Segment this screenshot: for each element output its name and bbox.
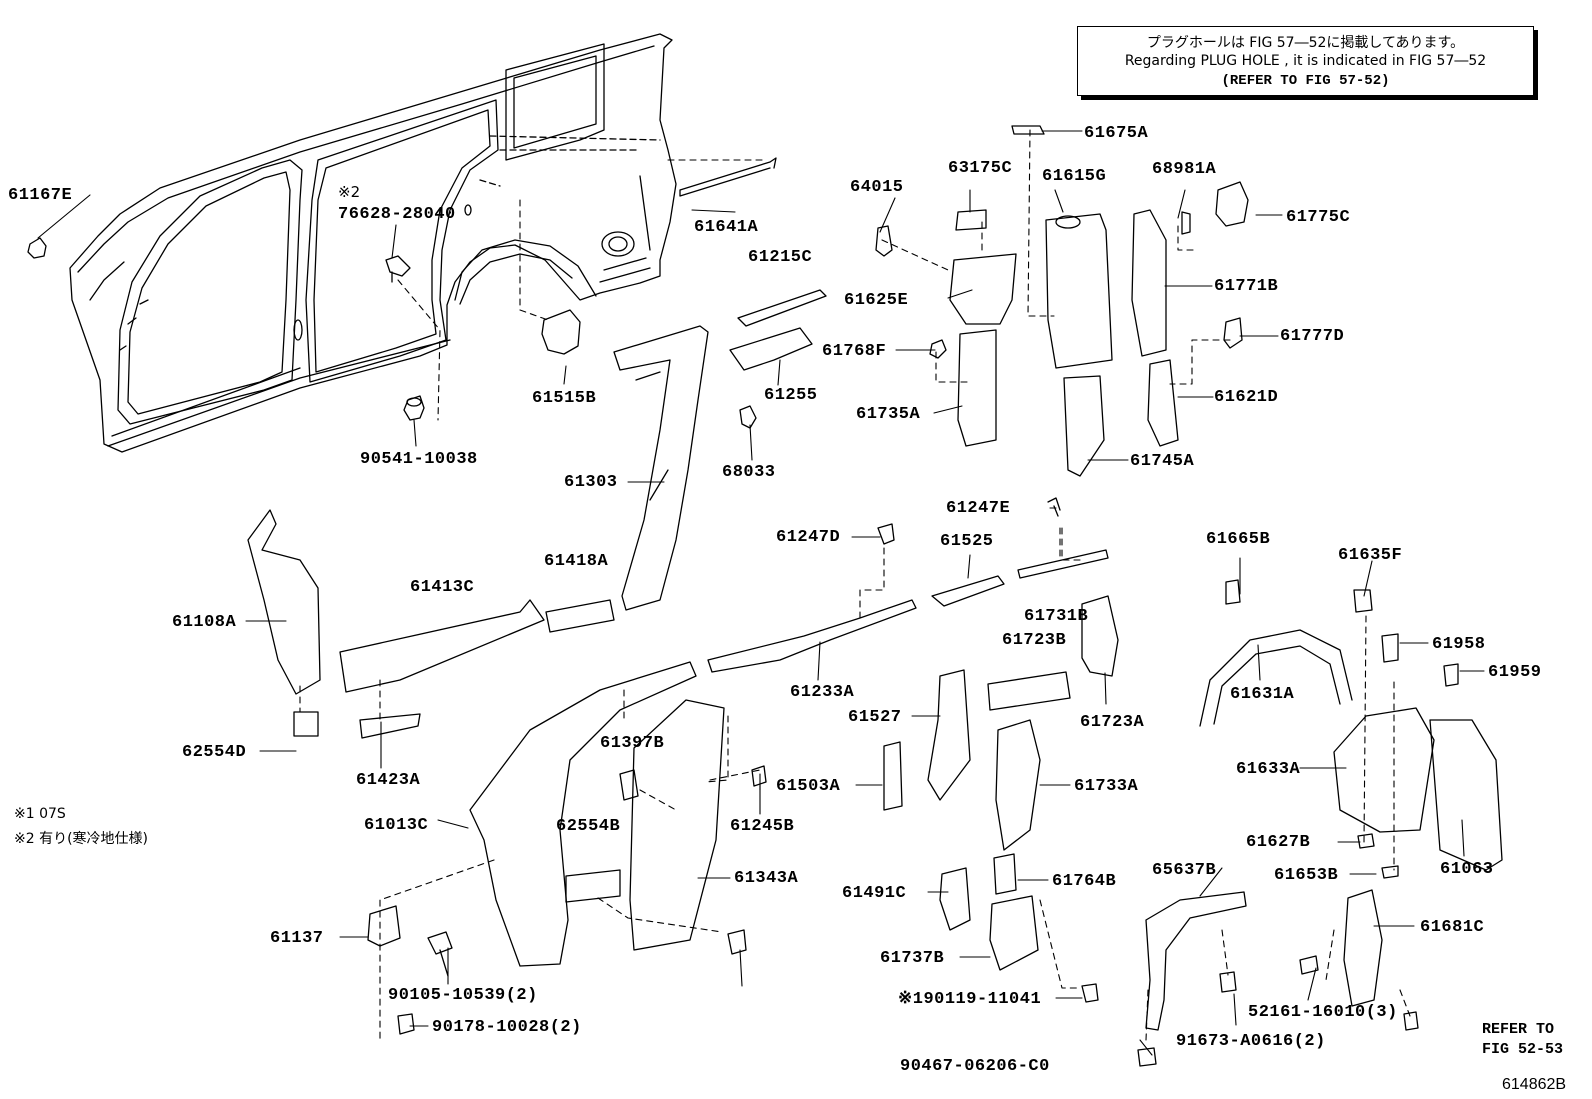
- part-label[interactable]: 61303: [564, 473, 618, 492]
- footnote-1: ※1 07S: [14, 806, 66, 822]
- part-label[interactable]: 61247D: [776, 528, 841, 547]
- part-label[interactable]: 61653B: [1274, 866, 1339, 885]
- part-label[interactable]: 61958: [1432, 635, 1486, 654]
- part-label[interactable]: 61764B: [1052, 872, 1117, 891]
- part-label[interactable]: 61775C: [1286, 208, 1351, 227]
- part-label[interactable]: 61491C: [842, 884, 907, 903]
- footnote-2: ※2 有り(寒冷地仕様): [14, 831, 149, 847]
- part-label[interactable]: 61959: [1488, 663, 1542, 682]
- part-label[interactable]: 65637B: [1152, 861, 1217, 880]
- part-label[interactable]: 64015: [850, 178, 904, 197]
- part-label[interactable]: 61525: [940, 532, 994, 551]
- part-label[interactable]: 76628-28040: [338, 205, 456, 224]
- guide-lines: [299, 129, 1411, 1041]
- part-label[interactable]: 61233A: [790, 683, 855, 702]
- part-label[interactable]: 61167E: [8, 186, 73, 205]
- part-label[interactable]: 61247E: [946, 499, 1011, 518]
- part-label[interactable]: 68981A: [1152, 160, 1217, 179]
- part-label[interactable]: ※190119-11041: [898, 990, 1042, 1009]
- part-label[interactable]: 61737B: [880, 949, 945, 968]
- footnote-mark-2: ※2: [338, 183, 361, 201]
- note-line-jp: プラグホールは FIG 57―52に掲載してあります。: [1146, 35, 1465, 51]
- part-label[interactable]: 61255: [764, 386, 818, 405]
- small-parts: [27, 125, 1459, 1067]
- part-label[interactable]: 52161-16010(3): [1248, 1003, 1398, 1022]
- part-label[interactable]: 90105-10539(2): [388, 986, 538, 1005]
- part-label[interactable]: 61735A: [856, 405, 921, 424]
- part-label[interactable]: 61633A: [1236, 760, 1301, 779]
- part-label[interactable]: 61675A: [1084, 124, 1149, 143]
- part-label[interactable]: 61621D: [1214, 388, 1279, 407]
- part-label[interactable]: 61527: [848, 708, 902, 727]
- refer-to-line2: FIG 52-53: [1482, 1041, 1564, 1058]
- part-label[interactable]: 61418A: [544, 552, 609, 571]
- part-label[interactable]: 61245B: [730, 817, 795, 836]
- plug-hole-note: プラグホールは FIG 57―52に掲載してあります。 Regarding PL…: [1077, 26, 1534, 96]
- part-label[interactable]: 61063: [1440, 860, 1494, 879]
- part-label[interactable]: 61627B: [1246, 833, 1311, 852]
- part-label[interactable]: 61731B: [1024, 607, 1089, 626]
- part-label[interactable]: 61771B: [1214, 277, 1279, 296]
- part-label[interactable]: 61723B: [1002, 631, 1067, 650]
- body-panels: [247, 209, 1503, 1031]
- part-label[interactable]: 61631A: [1230, 685, 1295, 704]
- part-label[interactable]: 61745A: [1130, 452, 1195, 471]
- refer-to-line1: REFER TO: [1482, 1021, 1555, 1038]
- part-label[interactable]: 90178-10028(2): [432, 1018, 582, 1037]
- part-label[interactable]: 61515B: [532, 389, 597, 408]
- leader-lines: [37, 130, 1485, 1056]
- part-label[interactable]: 63175C: [948, 159, 1013, 178]
- part-label[interactable]: 61413C: [410, 578, 475, 597]
- part-label[interactable]: 61665B: [1206, 530, 1271, 549]
- part-label[interactable]: 61137: [270, 929, 324, 948]
- part-label[interactable]: 61625E: [844, 291, 909, 310]
- figure-number: 614862B: [1502, 1076, 1567, 1093]
- part-label[interactable]: 61681C: [1420, 918, 1485, 937]
- part-label[interactable]: 61777D: [1280, 327, 1345, 346]
- part-label[interactable]: 61723A: [1080, 713, 1145, 732]
- part-label[interactable]: 61215C: [748, 248, 813, 267]
- side-panel-outer: [69, 33, 677, 453]
- part-label[interactable]: 61768F: [822, 342, 887, 361]
- part-label[interactable]: 62554B: [556, 817, 621, 836]
- part-label[interactable]: 91673-A0616(2): [1176, 1032, 1326, 1051]
- note-line-ref: (REFER TO FIG 57-52): [1221, 73, 1390, 89]
- note-line-en: Regarding PLUG HOLE , it is indicated in…: [1124, 53, 1487, 69]
- part-label[interactable]: 61641A: [694, 218, 759, 237]
- part-label[interactable]: 61615G: [1042, 167, 1107, 186]
- part-label[interactable]: 68033: [722, 463, 776, 482]
- part-label[interactable]: 90541-10038: [360, 450, 478, 469]
- part-label[interactable]: 61343A: [734, 869, 799, 888]
- part-label[interactable]: 61013C: [364, 816, 429, 835]
- refer-to-note: REFER TO FIG 52-53: [1482, 1020, 1563, 1060]
- part-label[interactable]: 61397B: [600, 734, 665, 753]
- part-label[interactable]: 61733A: [1074, 777, 1139, 796]
- part-label[interactable]: 61635F: [1338, 546, 1403, 565]
- part-label[interactable]: 61423A: [356, 771, 421, 790]
- part-label[interactable]: 62554D: [182, 743, 247, 762]
- part-label[interactable]: 61503A: [776, 777, 841, 796]
- part-label[interactable]: 61108A: [172, 613, 237, 632]
- part-label[interactable]: 90467-06206-C0: [900, 1057, 1050, 1076]
